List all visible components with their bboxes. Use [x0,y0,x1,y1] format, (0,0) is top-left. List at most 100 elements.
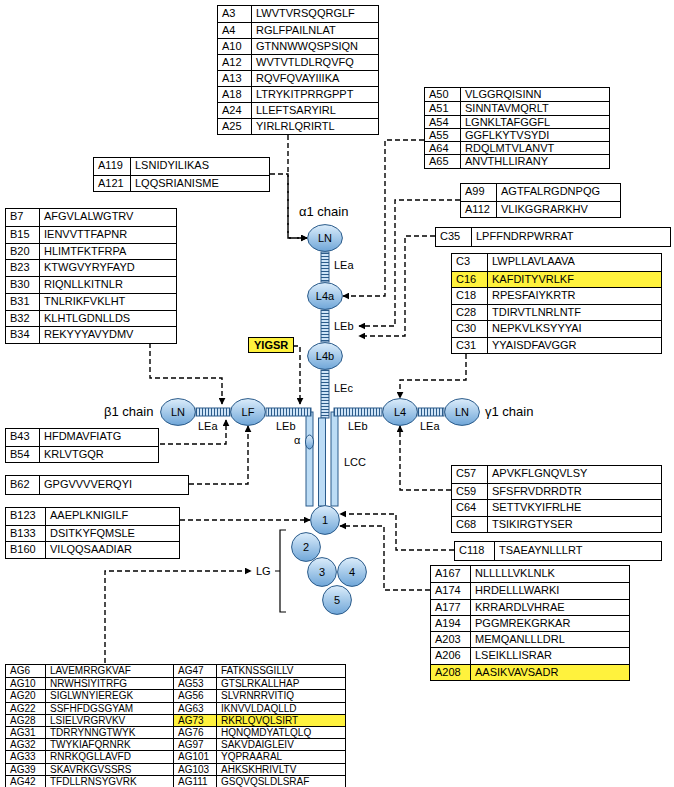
peptide-id: A18 [218,87,252,102]
domain-ellipse: L4 [382,398,418,426]
peptide-sequence: NLLLLLVKLNLK [471,566,629,582]
peptide-id: C30 [452,321,488,337]
domain-name: L4 [394,407,406,418]
domain-outline [323,586,352,615]
peptide-sequence: FATKNSSGILLV [217,665,345,677]
peptide-id: B15 [6,227,40,243]
peptide-sequence: HQNQMDYATLQLQ [217,727,345,738]
domain-name: 5 [334,595,340,606]
peptide-sequence: RIQNLLKITNLR [40,277,176,293]
peptide-sequence: TDIRVTLNRLNTF [488,305,661,321]
table-row: C68TSIKIRGTYSER [452,516,661,533]
dashed-arrow [400,354,466,398]
table-row: C64SETTVKYIFRLHE [452,499,661,516]
peptide-sequence: TDRRYNNGTWYK [46,727,174,738]
peptide-sequence: HLIMTFKTFRPA [40,244,176,260]
peptide-id: A55 [425,129,461,141]
peptide-sequence: LSEIKLLISRAR [471,648,629,663]
peptide-sequence: LTRYKITPRRGPPT [252,87,378,102]
domain-name: LN [171,407,185,418]
peptide-sequence: RPESFAIYKRTR [488,288,661,304]
peptide-id: AG42 [6,776,46,787]
peptide-sequence: GGFLKYTVSYDI [461,129,609,141]
domain-label: LCC [344,456,366,468]
table-row: C18RPESFAIYKRTR [452,287,661,304]
table-row: B31TNLRIKFVKLHT [6,293,176,310]
peptide-sequence: KRLVTGQR [40,447,158,463]
domain-label: LG [256,565,271,577]
peptide-sequence: LLEFTSARYIRL [252,103,378,118]
table-row: A24LLEFTSARYIRL [218,102,378,118]
peptide-id: B31 [6,294,40,310]
peptide-sequence: ANVTHLLIRANY [461,155,609,167]
table-row: A10GTNNWWQSPSIQN [218,38,378,54]
peptide-table: C57APVKFLGNQVLSYC59SFSFRVDRRDTRC64SETTVK… [451,465,662,533]
domain-outline [445,399,480,426]
peptide-id: C18 [452,288,488,304]
peptide-id: AG6 [6,665,46,677]
table-row: A50VLGGRQISINN [425,88,609,101]
table-row: A18LTRYKITPRRGPPT [218,86,378,102]
peptide-table: A3LWVTVRSQQRGLFA4RGLFPAILNLATA10GTNNWWQS… [217,5,379,135]
peptide-id: AG31 [6,727,46,738]
table-row: A174HRDELLLWARKI [431,582,629,598]
table-row: C3LWPLLAVLAAVA [452,254,661,271]
peptide-table: A167NLLLLLVKLNLKA174HRDELLLWARKIA177KRRA… [430,565,630,681]
peptide-id: A203 [431,632,471,647]
domain-ellipse: L4a [307,282,343,310]
dashed-arrow [343,140,424,296]
domain-name: L4b [316,351,334,362]
peptide-sequence: SSFHFDGSGYAM [46,703,174,714]
domain-name: LN [318,233,332,244]
peptide-sequence: NEPKVLKSYYYAI [488,321,661,337]
peptide-id: C64 [452,500,488,516]
peptide-id: A112 [461,202,497,218]
table-row: A99AGTFALRGDNPQG [461,184,620,201]
peptide-id: A51 [425,102,461,114]
peptide-id: B160 [6,542,46,558]
peptide-sequence: NRWHSIYITRFG [46,678,174,689]
peptide-id: C118 [455,542,495,560]
domain-outline [161,399,196,426]
lg-domain-circle: 1 [310,505,340,535]
table-row: B133DSITKYFQMSLE [6,525,179,542]
table-row: A55GGFLKYTVSYDI [425,128,609,141]
domain-outline [231,399,266,426]
peptide-sequence: SETTVKYIFRLHE [488,500,661,516]
domain-name: 1 [322,515,328,526]
peptide-sequence: HRDELLLWARKI [471,583,629,598]
peptide-sequence: YQPRAARAL [217,751,345,762]
peptide-id: AG101 [174,751,217,762]
table-row: C16KAFDITYVRLKF [452,271,661,288]
lg-domain-circle: 5 [322,585,352,615]
table-row: A203MEMQANLLLDRL [431,631,629,647]
table-row: AG28LSIELVRGRVKVAG73RKRLQVQLSIRT [6,714,345,726]
domain-label: LEa [420,420,440,432]
dashed-arrow [288,135,307,238]
peptide-sequence: RDQLMTVLANVT [461,142,609,154]
table-row: AG31TDRRYNNGTWYKAG76HQNQMDYATLQLQ [6,726,345,738]
table-row: A119LSNIDYILIKAS [94,158,269,175]
chain-rods [196,252,444,506]
table-row: AG22SSFHFDGSGYAMAG63IKNVVLDAQLLD [6,702,345,714]
peptide-id: B123 [6,508,46,525]
peptide-sequence: LPFFNDRPWRRAT [472,228,670,246]
table-row: C57APVKFLGNQVLSY [452,466,661,483]
peptide-id: C3 [452,254,488,271]
peptide-sequence: RQVFQVAYIIIKA [252,71,378,86]
table-row: A13RQVFQVAYIIIKA [218,70,378,86]
peptide-sequence: AASIKVAVSADR [471,665,629,680]
table-row: A167NLLLLLVKLNLK [431,566,629,582]
domain-label: α [294,434,300,446]
peptide-sequence: RKRLQVQLSIRT [217,715,345,726]
peptide-sequence: MEMQANLLLDRL [471,632,629,647]
peptide-sequence: TFDLLRNSYGVRK [46,776,174,787]
peptide-sequence: TSAEAYNLLLRT [495,542,661,560]
table-row: AG10NRWHSIYITRFGAG53GTSLRKALLHAP [6,677,345,689]
peptide-id: A65 [425,155,461,167]
peptide-sequence: TSIKIRGTYSER [488,517,661,533]
peptide-sequence: KLHTLGDNLLDS [40,311,176,327]
table-row: A65ANVTHLLIRANY [425,154,609,167]
peptide-sequence: KRRARDLVHRAE [471,600,629,615]
domain-name: LF [242,407,255,418]
